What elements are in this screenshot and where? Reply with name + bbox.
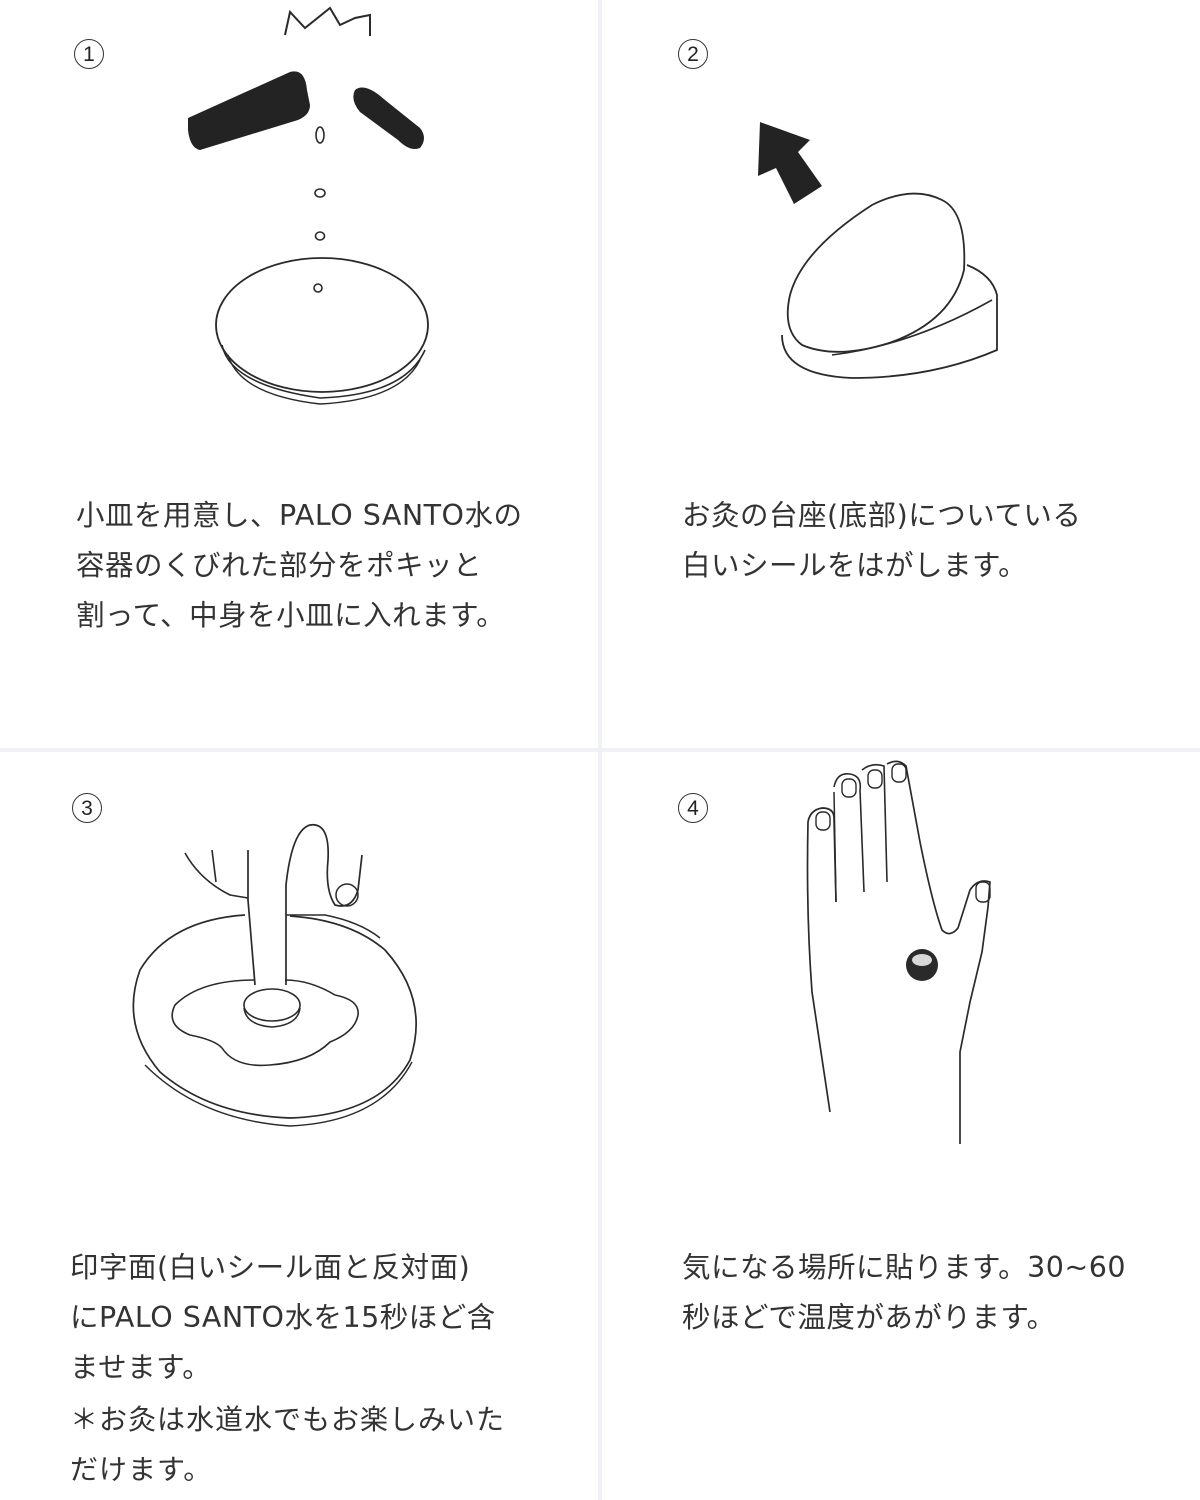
hand-with-moxa-illustration	[806, 760, 991, 1144]
step-3-panel: 3 印字面(白いシール面と反対面) にPALO SANTO水を15秒ほど含 ませ…	[0, 752, 598, 1500]
step-4-panel: 4 気になる場所に貼ります。30~60 秒ほどで温度があがります。	[602, 752, 1200, 1500]
horizontal-divider-left	[0, 748, 598, 752]
step-2-caption: お灸の台座(底部)についている 白いシールをはがします。	[682, 499, 1082, 582]
step-4-caption: 気になる場所に貼ります。30~60 秒ほどで温度があがります。	[682, 1251, 1127, 1334]
step-1-caption: 小皿を用意し、PALO SANTO水の 容器のくびれた部分をポキッと 割って、中…	[76, 499, 523, 632]
step-4-number: 4	[678, 793, 708, 823]
vertical-divider-top	[598, 0, 602, 748]
step-3-caption: 印字面(白いシール面と反対面) にPALO SANTO水を15秒ほど含 ませます…	[70, 1251, 496, 1384]
vertical-divider-bottom	[598, 752, 602, 1500]
peeling-seal-illustration	[758, 122, 998, 379]
step-2-number: 2	[678, 39, 708, 69]
step-1-panel: 1 小皿を用意し、PALO SANTO水の 容器のくびれた部分をポキッと 割って…	[0, 0, 598, 748]
horizontal-divider-right	[602, 748, 1200, 752]
step-1-number: 1	[74, 39, 104, 69]
divider-intersection	[598, 748, 602, 752]
step-2-panel: 2 お灸の台座(底部)についている 白いシールをはがします。	[602, 0, 1200, 748]
palo-santo-container-breaking-illustration	[188, 6, 429, 405]
step-3-number: 3	[72, 793, 102, 823]
step-3-note: ＊お灸は水道水でもお楽しみいた だけます。	[70, 1403, 506, 1486]
finger-pressing-moxa-illustration	[132, 824, 417, 1127]
